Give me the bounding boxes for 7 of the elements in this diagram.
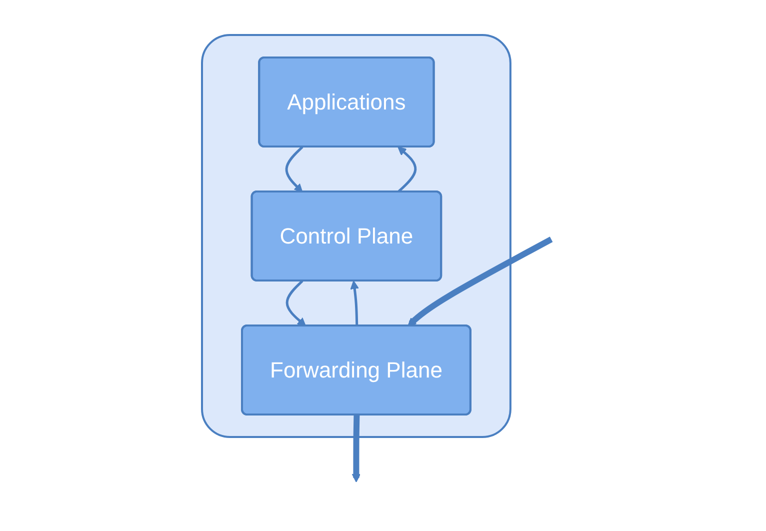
- arrow: [350, 280, 359, 326]
- arrow: [407, 236, 552, 326]
- arrow: [286, 280, 306, 326]
- arrow: [352, 414, 360, 482]
- cluster: [200, 34, 512, 438]
- arrow: [396, 146, 416, 193]
- arrow: [285, 146, 303, 192]
